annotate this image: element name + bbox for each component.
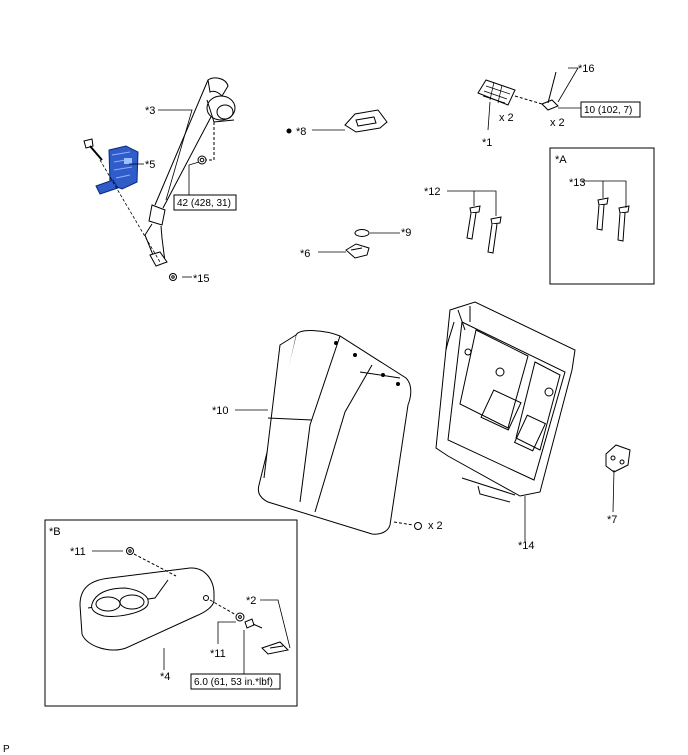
- quantity-label-1: x 2: [499, 112, 514, 124]
- vent-part-1: [477, 79, 516, 106]
- callout-label-16: *16: [578, 63, 595, 75]
- clip-part-6: [345, 243, 370, 259]
- callout-label-5: *5: [145, 159, 155, 171]
- bolts-part-12: [466, 205, 502, 254]
- cover-part-8: [344, 109, 388, 133]
- belt-anchor-bracket-highlighted: [95, 145, 139, 195]
- bolts-part-13: [596, 197, 630, 242]
- torque-box-3: [173, 194, 237, 211]
- callout-label-7: *7: [607, 514, 617, 526]
- detail-label-b: *B: [49, 526, 61, 538]
- torque-box-16: [580, 101, 641, 118]
- nut-15: [169, 273, 177, 281]
- hinge-part-7: [605, 444, 631, 473]
- nut-11-upper: [126, 547, 177, 577]
- leader-lines: [92, 67, 627, 674]
- nut-11-lower: [209, 599, 245, 622]
- seatback-frame-14: [435, 301, 576, 503]
- callout-label-14: *14: [518, 540, 535, 552]
- callout-label-1: *1: [482, 137, 492, 149]
- detail-frame-a: [549, 147, 655, 285]
- torque-box-2: [190, 673, 281, 690]
- torque-value-16: 10 (102, 7): [584, 105, 632, 116]
- callout-label-8: *8: [296, 126, 306, 138]
- hook-part-2: [261, 641, 290, 655]
- bullet-dot-8: [286, 128, 292, 134]
- callout-label-10: *10: [212, 405, 229, 417]
- callout-label-6: *6: [300, 248, 310, 260]
- callout-label-3: *3: [145, 105, 155, 117]
- quantity-label-10: x 2: [428, 520, 443, 532]
- armrest-4: [79, 567, 215, 651]
- quantity-label-16: x 2: [550, 117, 565, 129]
- bolt-top-left: [83, 138, 103, 161]
- callout-label-9: *9: [401, 227, 411, 239]
- seatback-pad-10: [257, 330, 412, 535]
- torque-value-2: 6.0 (61, 53 in.*lbf): [194, 677, 273, 688]
- clip-part-9: [354, 229, 370, 237]
- torque-value-3: 42 (428, 31): [177, 198, 231, 209]
- callout-label-2: *2: [246, 595, 256, 607]
- fastener-10: [393, 521, 422, 530]
- detail-frame-b: [44, 519, 298, 707]
- callout-label-11-upper: *11: [70, 546, 86, 558]
- callout-label-13: *13: [569, 177, 586, 189]
- callout-label-12: *12: [424, 186, 441, 198]
- corner-code: P: [3, 744, 10, 755]
- seat-belt-assembly: [144, 77, 236, 267]
- clip-part-16: [514, 71, 559, 111]
- callout-label-11-lower: *11: [210, 648, 226, 660]
- bolt-2: [244, 618, 263, 629]
- callout-label-15: *15: [193, 273, 210, 285]
- detail-label-a: *A: [555, 154, 567, 166]
- callout-label-4: *4: [160, 671, 170, 683]
